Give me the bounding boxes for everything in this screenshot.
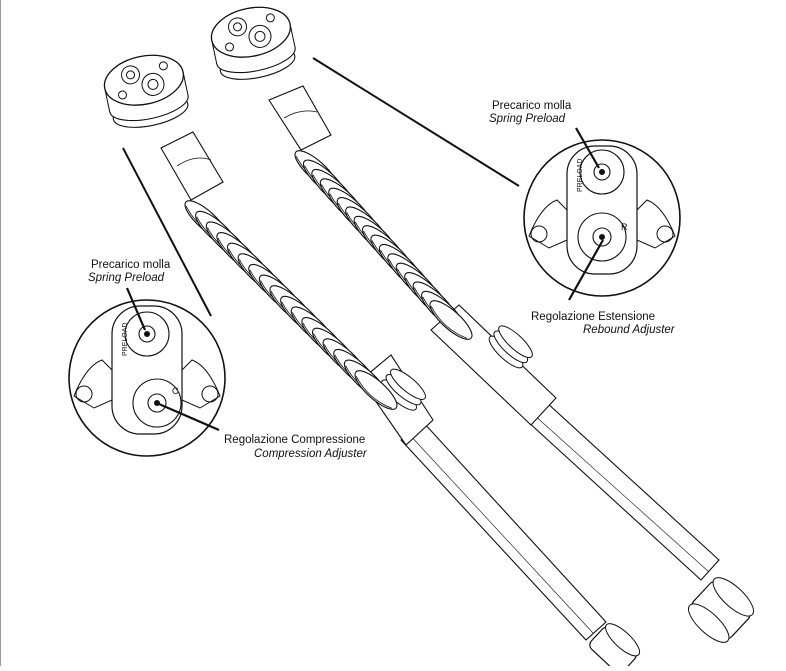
callout-rebound-it: Regolazione Estensione [531, 311, 655, 323]
preload-marking-right: PRELOAD [577, 159, 584, 192]
fork-leg-left [103, 54, 641, 671]
compression-letter-left: C [172, 386, 179, 396]
detail-view-left: PRELOAD C [68, 287, 226, 457]
detail-view-right: PRELOAD R [523, 127, 681, 301]
fork-leg-right [210, 6, 754, 643]
callout-preload-right-it: Precarico molla [492, 100, 572, 112]
rebound-letter-right: R [621, 222, 628, 232]
leader-line-right [312, 57, 520, 187]
callout-compression-en: Compression Adjuster [254, 448, 368, 460]
callout-preload-left-it: Precarico molla [91, 259, 171, 271]
callout-preload-right-en: Spring Preload [489, 113, 566, 125]
leader-line-left [122, 147, 212, 317]
callout-rebound-en: Rebound Adjuster [583, 324, 676, 336]
callout-compression-it: Regolazione Compressione [224, 434, 365, 446]
preload-marking-left: PRELOAD [122, 323, 129, 356]
callout-preload-left-en: Spring Preload [88, 272, 165, 284]
